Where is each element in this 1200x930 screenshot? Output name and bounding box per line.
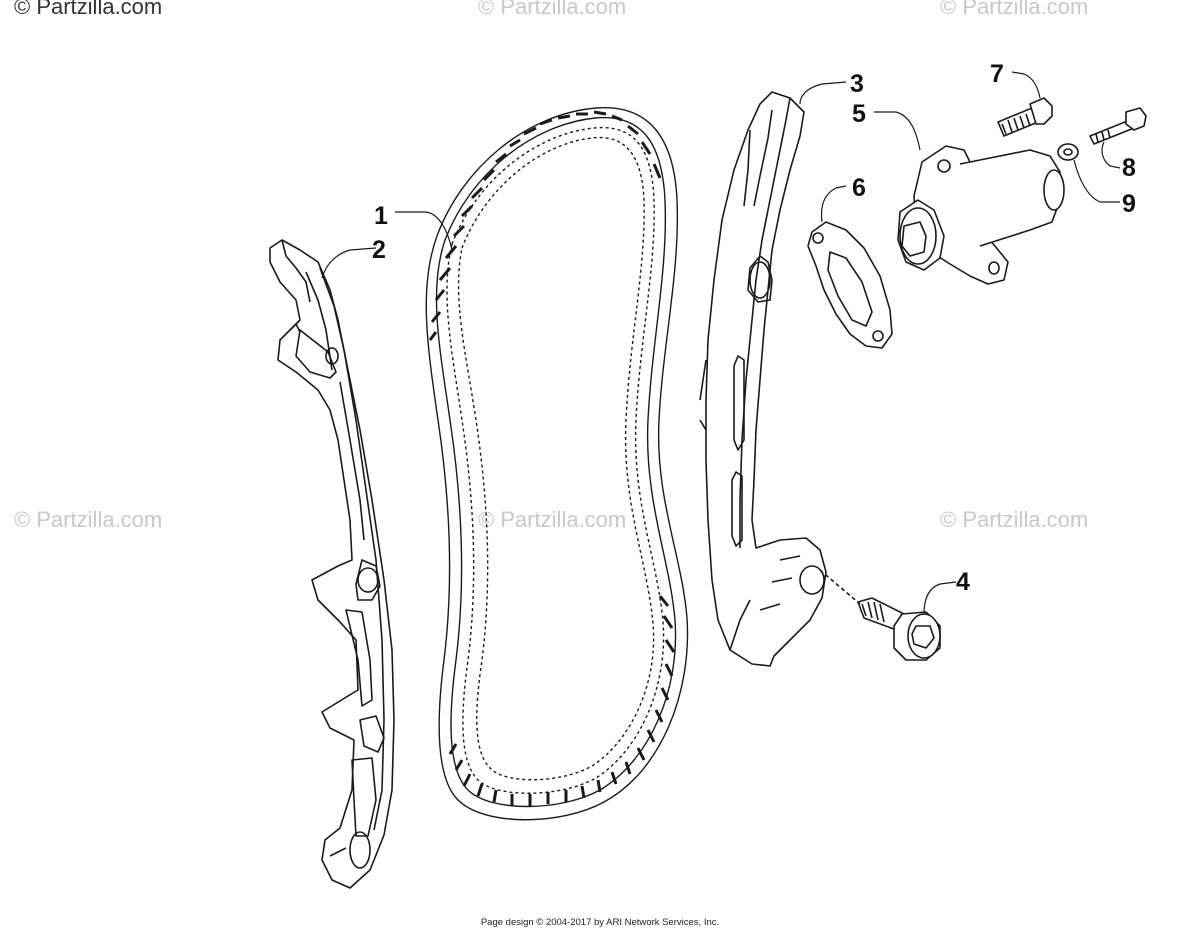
watermark-top-right: © Partzilla.com	[940, 0, 1088, 19]
leader-1	[395, 211, 453, 251]
tensioner-cap-bolt[interactable]	[997, 97, 1053, 137]
tensioner-mount-bolt[interactable]	[1089, 107, 1147, 145]
leader-3	[799, 81, 847, 105]
callout-7[interactable]: 7	[990, 60, 1004, 88]
chain-guide-left[interactable]	[269, 239, 395, 889]
guide-pivot-bolt[interactable]	[819, 569, 941, 661]
leader-5	[874, 111, 921, 151]
tensioner-gasket[interactable]	[807, 221, 893, 349]
callout-6[interactable]: 6	[852, 174, 866, 202]
callout-9[interactable]: 9	[1122, 190, 1136, 218]
leader-4	[923, 581, 957, 615]
callout-2[interactable]: 2	[372, 236, 386, 264]
washer[interactable]	[1057, 143, 1079, 161]
watermark-top-center: © Partzilla.com	[478, 0, 626, 19]
cam-chain[interactable]	[425, 106, 689, 821]
leader-9	[1073, 159, 1120, 203]
callout-8[interactable]: 8	[1122, 154, 1136, 182]
chain-tensioner-guide[interactable]	[699, 91, 827, 667]
watermark-mid-right: © Partzilla.com	[940, 507, 1088, 532]
callout-labels: 1 2 3 4 5 6 7 8 9	[372, 60, 1136, 596]
watermark-mid-left: © Partzilla.com	[14, 507, 162, 532]
callout-5[interactable]: 5	[852, 100, 866, 128]
leader-7	[1011, 71, 1041, 99]
leader-lines	[321, 71, 1121, 615]
callout-3[interactable]: 3	[850, 70, 864, 98]
footer-copyright: Page design © 2004-2017 by ARI Network S…	[481, 917, 719, 928]
leader-8	[1101, 141, 1121, 169]
watermarks: © Partzilla.com © Partzilla.com © Partzi…	[14, 0, 1088, 532]
leader-2	[321, 247, 377, 279]
watermark-top-left: © Partzilla.com	[14, 0, 162, 19]
leader-6	[820, 185, 847, 223]
cam-chain-tensioner[interactable]	[897, 145, 1065, 285]
callout-1[interactable]: 1	[374, 202, 388, 230]
watermark-mid-center: © Partzilla.com	[478, 507, 626, 532]
callout-4[interactable]: 4	[956, 568, 970, 596]
